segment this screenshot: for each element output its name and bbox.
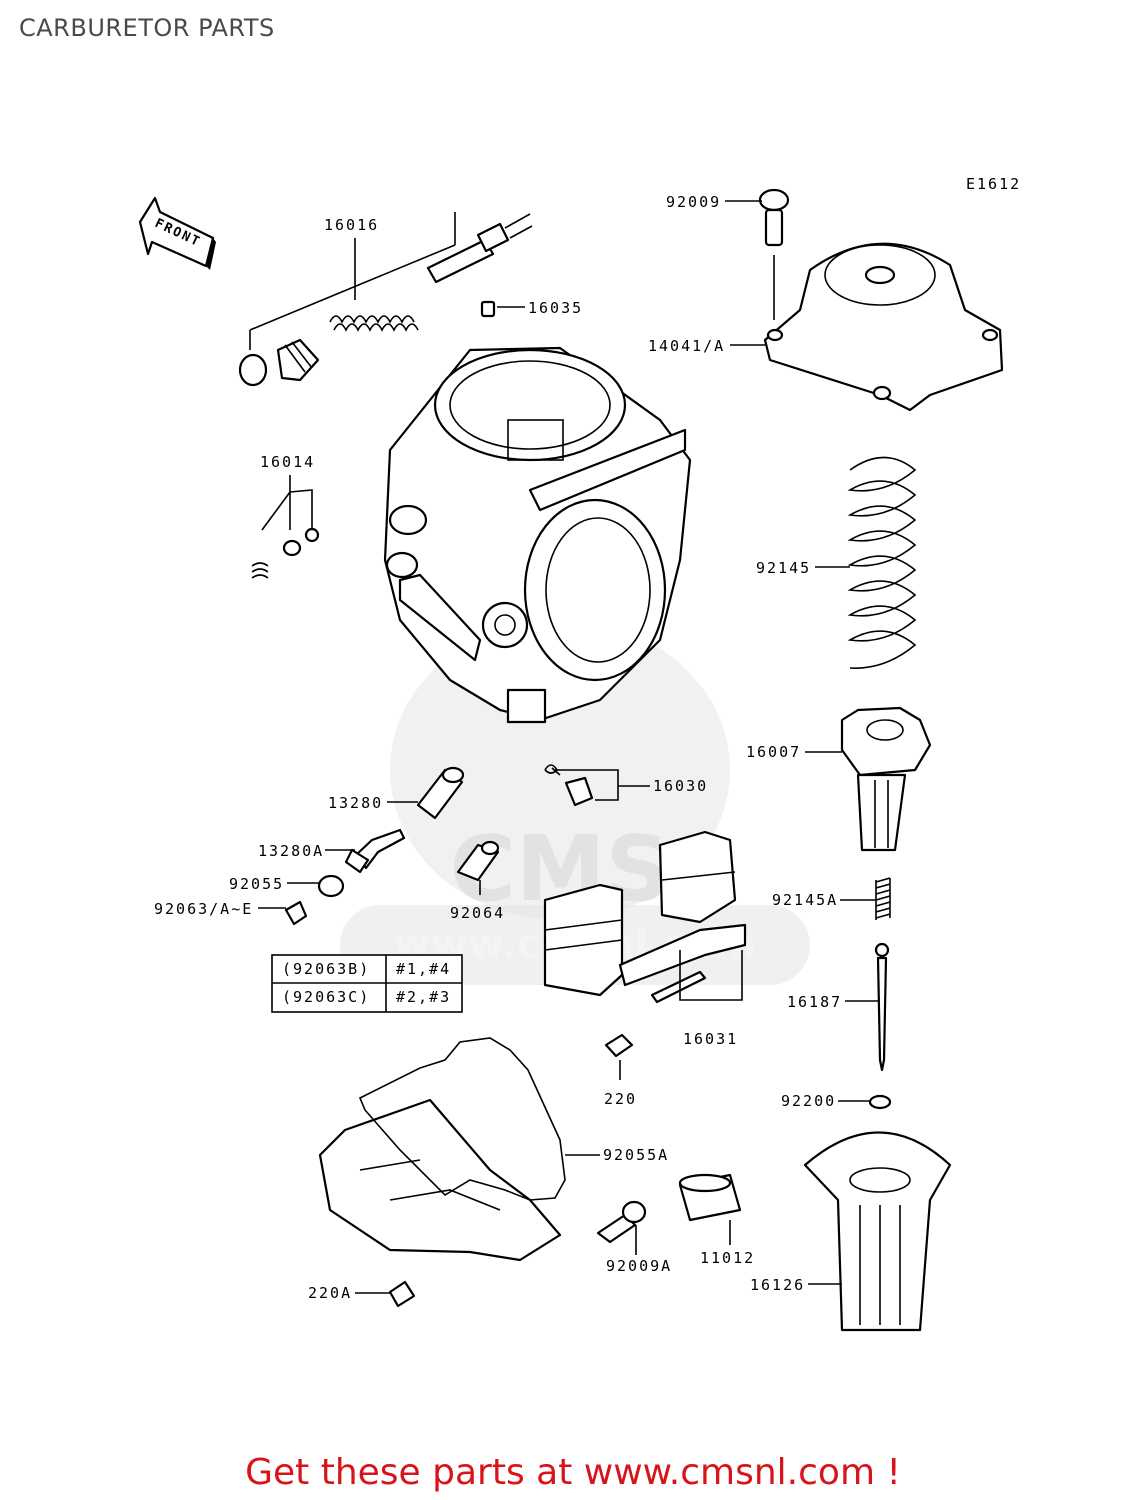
part-16007-piston: [840, 706, 932, 852]
part-carburetor-body: [383, 346, 692, 724]
label-92055: 92055: [229, 875, 284, 893]
part-92055A-gasket-float-bowl: [318, 1037, 566, 1262]
jet-table-part-1: (92063B): [282, 960, 370, 978]
label-220A: 220A: [308, 1284, 352, 1302]
label-92145: 92145: [756, 559, 811, 577]
part-92009A-screw: [596, 1200, 647, 1244]
label-92063: 92063/A~E: [154, 900, 253, 918]
label-16014: 16014: [260, 453, 315, 471]
label-16030: 16030: [653, 777, 708, 795]
label-16031: 16031: [683, 1030, 738, 1048]
part-16035-screw: [480, 300, 496, 318]
part-16030-valve: [544, 764, 619, 807]
part-220A-screw: [388, 1280, 416, 1308]
part-92009-screw: [758, 188, 790, 320]
label-16187: 16187: [787, 993, 842, 1011]
label-16016: 16016: [324, 216, 379, 234]
label-16126: 16126: [750, 1276, 805, 1294]
part-92063-main-jet: [284, 900, 308, 926]
part-220-screw: [604, 1033, 634, 1080]
footer-parts-link[interactable]: Get these parts at www.cmsnl.com !: [245, 1452, 901, 1493]
label-16007: 16007: [746, 743, 801, 761]
part-92200-washer: [868, 1094, 892, 1110]
part-11012-cap: [678, 1173, 742, 1222]
part-16187-jet-needle: [874, 942, 890, 1072]
label-92064: 92064: [450, 904, 505, 922]
diagram-code: E1612: [966, 175, 1021, 193]
label-92055A: 92055A: [603, 1146, 669, 1164]
part-16014-jet-set: [251, 475, 320, 579]
label-220: 220: [604, 1090, 637, 1108]
label-11012: 11012: [700, 1249, 755, 1267]
label-92200: 92200: [781, 1092, 836, 1110]
part-92064-pilot-jet: [456, 840, 500, 895]
front-arrow-icon: FRONT: [138, 196, 216, 270]
label-14041: 14041/A: [648, 337, 725, 355]
part-16126-piston: [803, 1131, 952, 1332]
part-16016-choke-assembly: [238, 212, 533, 387]
label-16035: 16035: [528, 299, 583, 317]
part-16031-float: [543, 830, 747, 1004]
label-92009: 92009: [666, 193, 721, 211]
label-92145A: 92145A: [772, 891, 838, 909]
jet-table-cyl-2: #2,#3: [396, 988, 451, 1006]
jet-table-cyl-1: #1,#4: [396, 960, 451, 978]
leader-lines: [258, 200, 880, 1294]
label-13280A: 13280A: [258, 842, 324, 860]
jet-table-part-2: (92063C): [282, 988, 370, 1006]
part-14041-top-cover: [763, 242, 1004, 412]
part-92055-o-ring: [317, 874, 345, 898]
jet-table: (92063B) #1,#4 (92063C) #2,#3: [271, 954, 463, 1013]
part-13280A-jet: [344, 828, 406, 874]
part-13280-needle-jet: [416, 766, 465, 820]
part-92145-spring: [847, 456, 917, 669]
label-13280: 13280: [328, 794, 383, 812]
part-92145A-spring: [875, 877, 891, 920]
page-title: CARBURETOR PARTS: [19, 14, 275, 42]
label-92009A: 92009A: [606, 1257, 672, 1275]
